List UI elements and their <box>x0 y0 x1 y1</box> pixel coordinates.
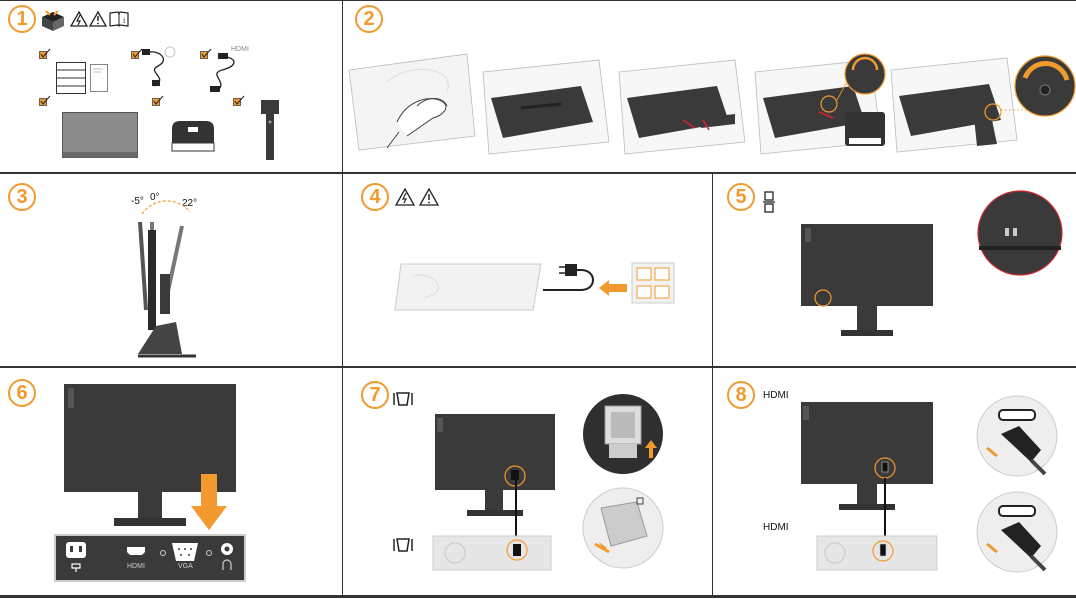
divider-h-top <box>0 0 1076 1</box>
stand-base <box>171 121 215 152</box>
step-number: 5 <box>727 183 755 211</box>
step-number: 7 <box>361 381 389 409</box>
svg-text:i: i <box>123 16 126 25</box>
pc-rear <box>816 535 938 571</box>
step7-panel: 7 <box>343 368 712 596</box>
step8-panel: 8 HDMI HDMI <box>713 368 1076 596</box>
port-panel: HDMI VGA <box>54 534 246 582</box>
warning-electric-icon <box>394 187 416 206</box>
wall-outlet <box>631 262 675 304</box>
vga-port-icon <box>393 538 413 552</box>
vga-port-icon <box>393 392 413 406</box>
kensington-zoom <box>977 190 1063 276</box>
hdmi-port-icon <box>127 547 145 555</box>
assembly-frame-screw <box>890 55 1076 153</box>
manual-icon: i <box>109 11 129 27</box>
check-icon <box>131 48 143 59</box>
hdmi-label-bottom: HDMI <box>763 522 789 533</box>
assembly-frame-panel <box>482 59 610 155</box>
vga-zoom-top <box>583 394 663 474</box>
hdmi-cable <box>210 53 235 92</box>
dot-icon <box>206 550 212 556</box>
power-port-icon <box>66 542 86 572</box>
warning-icon <box>88 10 108 27</box>
step-number: 4 <box>361 183 389 211</box>
power-cord <box>543 264 594 291</box>
step4-panel: 4 <box>343 174 712 366</box>
step2-panel: 2 <box>343 0 1076 172</box>
step5-panel: 5 <box>713 174 1076 366</box>
divider-h-bottom <box>0 595 1076 598</box>
step6-panel: 6 HDMI VGA <box>0 368 342 596</box>
arrow-left-icon <box>599 280 627 296</box>
hdmi-cable-label: HDMI <box>231 46 249 53</box>
pc-rear <box>432 535 552 571</box>
tilt-angle-back: -5° <box>131 196 144 207</box>
hdmi-port-label: HDMI <box>127 563 145 570</box>
box-icon <box>42 10 64 31</box>
divider-v-row1 <box>342 0 343 172</box>
arrow-down-icon <box>191 474 227 530</box>
divider-h2 <box>0 366 1076 368</box>
monitor-rear <box>801 224 933 336</box>
step-number: 2 <box>355 5 383 33</box>
audio-port-icon <box>221 543 233 570</box>
stand-neck <box>261 100 279 160</box>
tilt-angle-forward: 22° <box>182 198 198 209</box>
check-icon <box>39 95 51 106</box>
warning-icon <box>418 187 440 206</box>
manual-sheet <box>90 64 108 92</box>
step1-panel: 1 i HDMI <box>0 0 342 172</box>
check-icon <box>233 95 245 106</box>
documents-stack <box>56 62 86 94</box>
hdmi-zoom-bottom <box>976 491 1058 573</box>
monitor-face-down <box>394 263 542 311</box>
tilt-angle-zero: 0° <box>150 192 160 203</box>
assembly-frame-base <box>754 53 886 155</box>
check-icon <box>39 48 51 59</box>
vga-zoom-bottom <box>582 487 664 569</box>
power-cable <box>142 46 176 87</box>
step-number: 1 <box>8 5 36 33</box>
divider-h1 <box>0 172 1076 174</box>
check-icon <box>200 48 212 59</box>
monitor-panel <box>62 112 138 158</box>
hdmi-label-top: HDMI <box>763 390 789 401</box>
vga-port-icon <box>172 543 198 561</box>
vga-cable-line <box>515 476 517 546</box>
dot-icon <box>160 550 166 556</box>
step-number: 6 <box>8 379 36 407</box>
assembly-frame-clean <box>348 53 476 151</box>
kensington-lock-icon <box>763 191 775 213</box>
vga-port-label: VGA <box>178 563 193 570</box>
check-icon <box>152 95 164 106</box>
monitor-rear <box>435 414 555 516</box>
step-number: 8 <box>727 381 755 409</box>
warning-electric-icon <box>69 10 89 27</box>
divider-v-a <box>342 174 343 598</box>
step3-panel: 3 -5° 0° 22° <box>0 174 342 366</box>
assembly-frame-neck <box>618 59 746 155</box>
divider-v-b <box>712 174 713 598</box>
step-number: 3 <box>8 183 36 211</box>
tilt-diagram <box>138 200 196 358</box>
hdmi-zoom-top <box>976 395 1058 477</box>
monitor-rear <box>801 402 933 510</box>
